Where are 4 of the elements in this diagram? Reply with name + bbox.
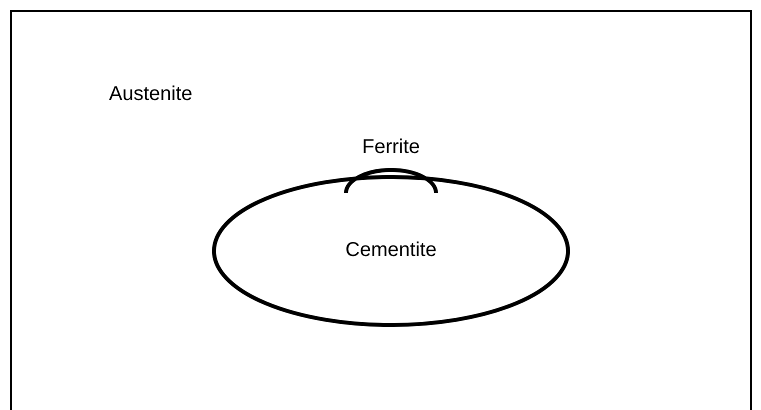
region-box [10, 10, 752, 410]
region-label: Austenite [109, 84, 192, 104]
phase-label: Cementite [345, 240, 437, 260]
phase-label: Ferrite [362, 137, 420, 157]
